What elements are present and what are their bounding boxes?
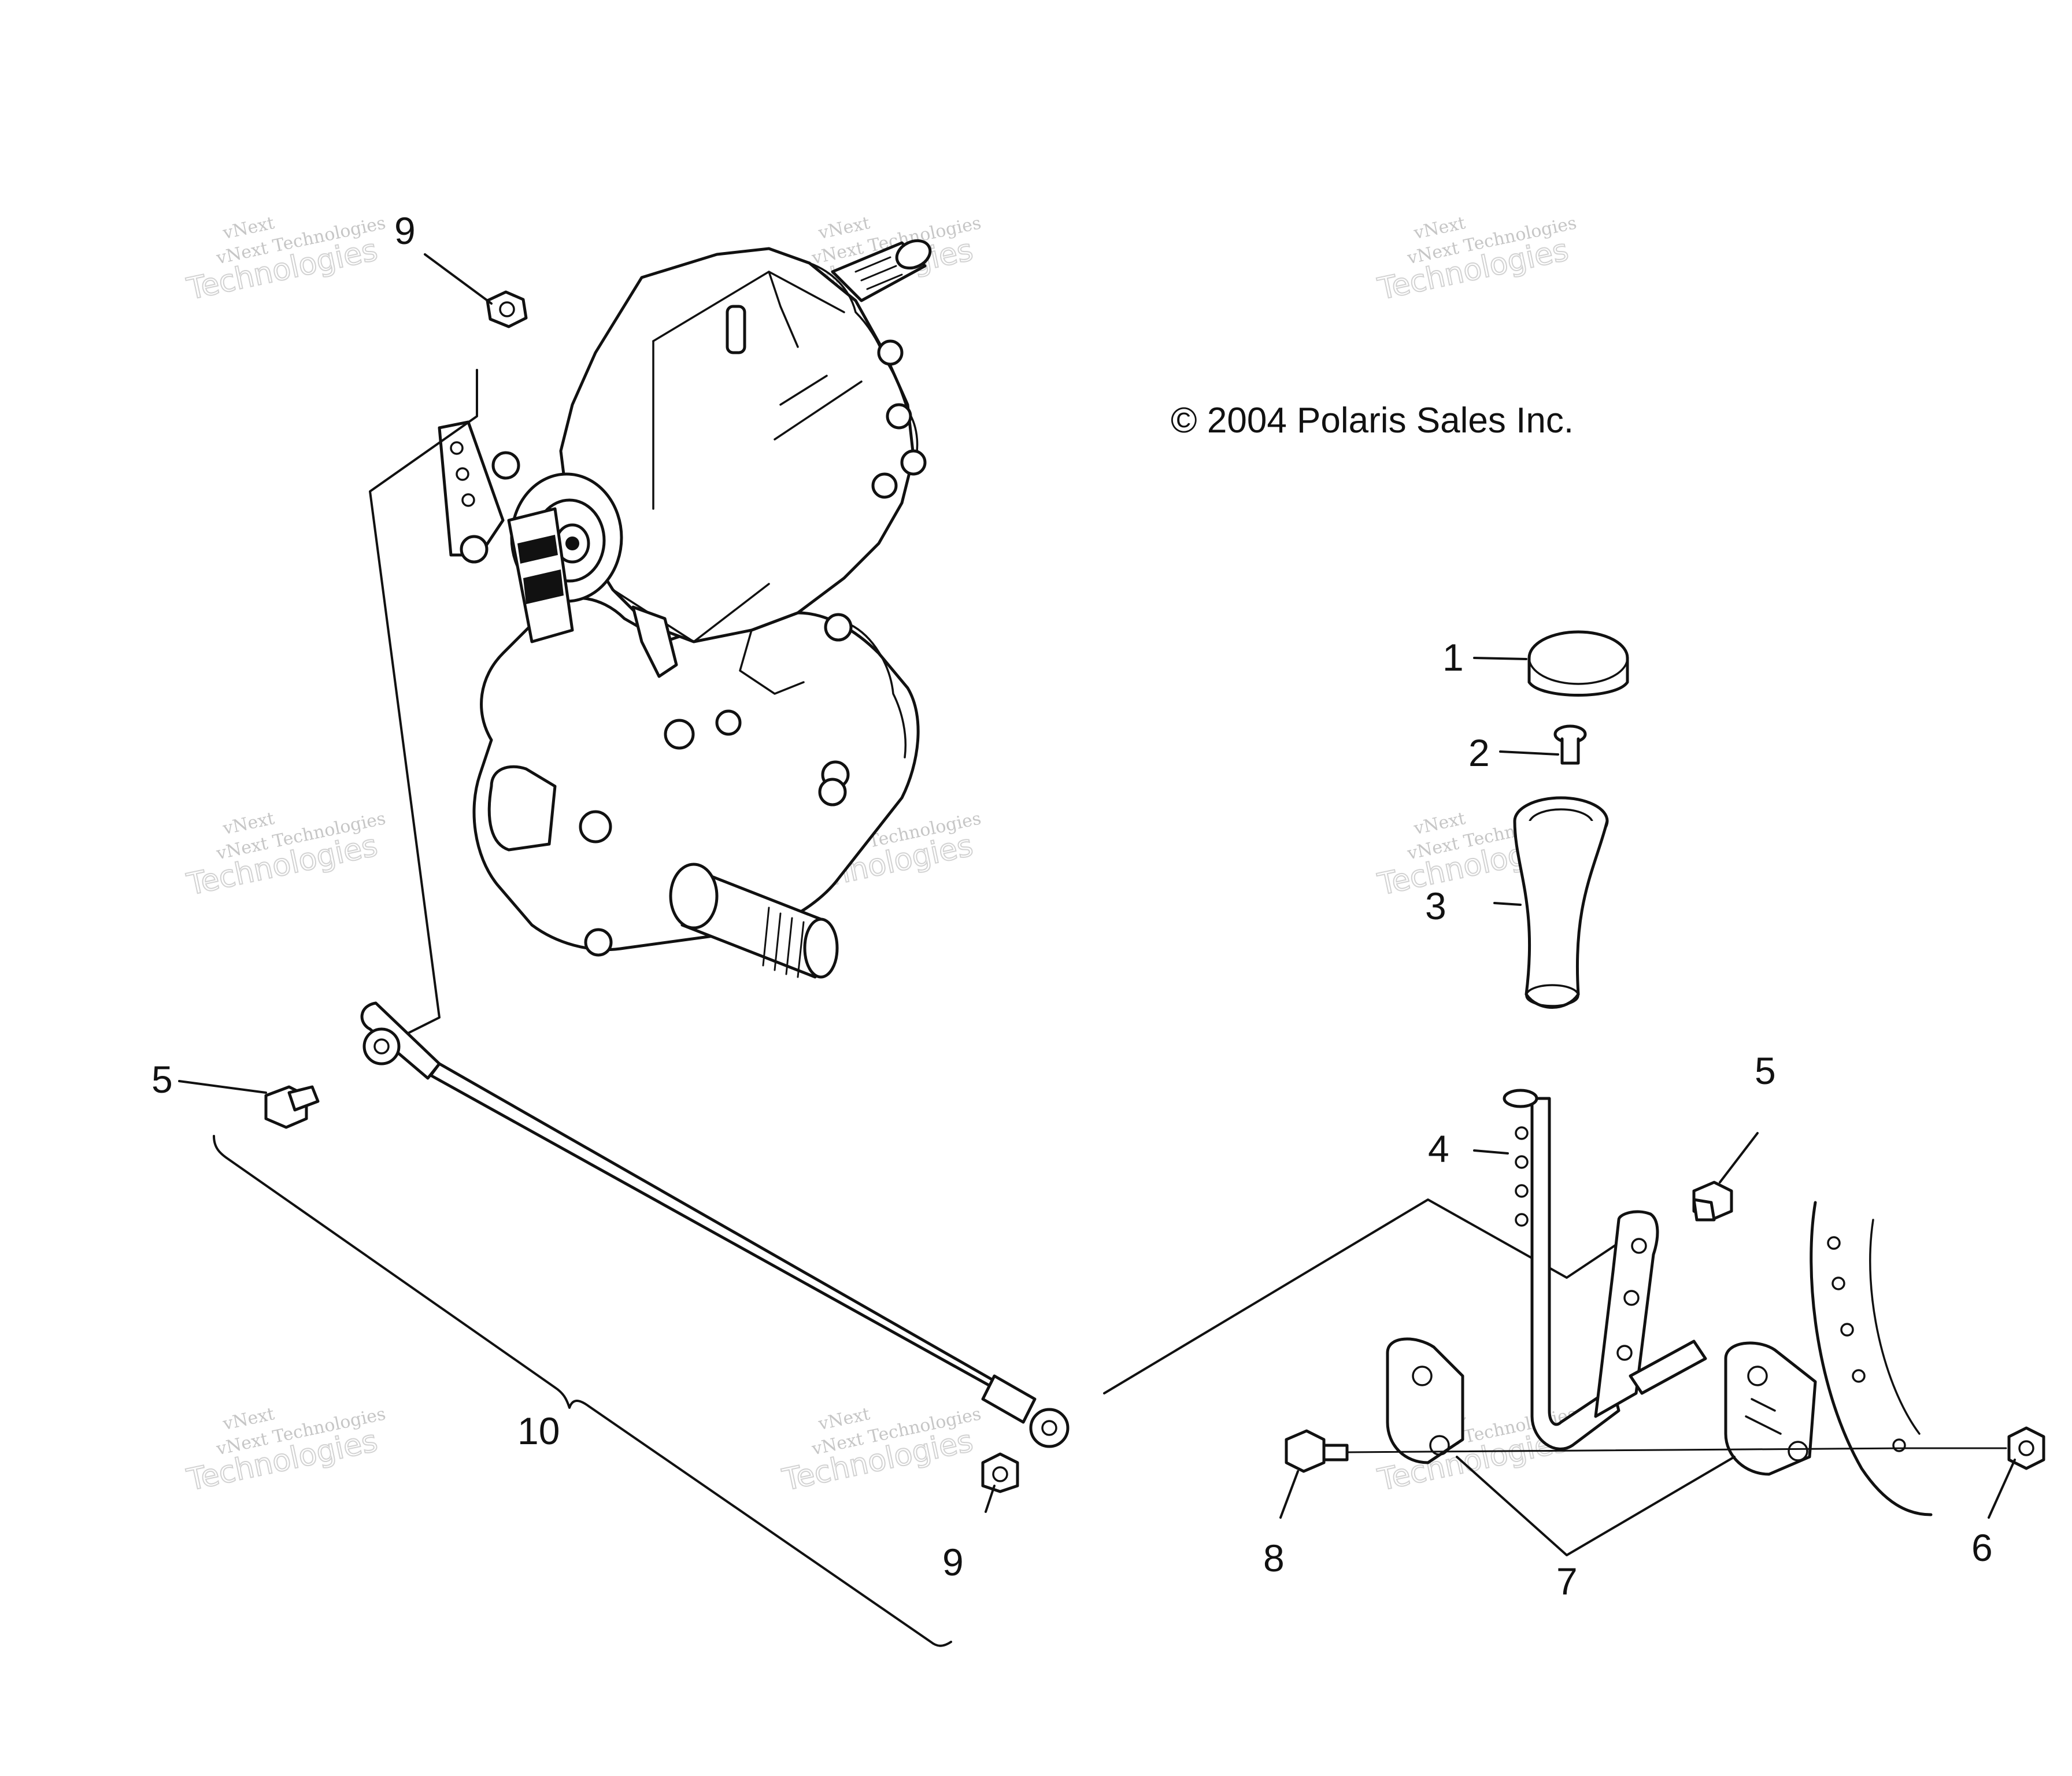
watermark: vNext vNext Technologies Technologies xyxy=(183,1404,387,1498)
callout-3: 3 xyxy=(1425,885,1446,927)
bolt-flange xyxy=(1285,1429,1349,1473)
pivot-mount-right xyxy=(1724,1341,1817,1476)
shift-arm xyxy=(438,420,505,564)
hex-nut-bottom xyxy=(981,1452,1019,1493)
leader-line-transmission xyxy=(369,369,478,1036)
callout-7: 7 xyxy=(1556,1560,1578,1603)
input-shaft xyxy=(831,239,932,302)
shift-boot xyxy=(1513,796,1609,1009)
hex-nut-top xyxy=(486,290,528,328)
callout-5-right: 5 xyxy=(1755,1049,1776,1092)
frame-panel xyxy=(1810,1201,1933,1516)
shift-link-rod xyxy=(360,1001,1070,1448)
callout-numbers: 9 1 2 3 4 5 5 10 9 8 7 6 xyxy=(151,209,1993,1603)
bracket-callout-10 xyxy=(213,1135,952,1647)
callout-10: 10 xyxy=(517,1409,560,1452)
nut-right xyxy=(2007,1426,2045,1470)
callout-8: 8 xyxy=(1263,1537,1285,1579)
mount-axis-line xyxy=(1346,1447,2007,1453)
callout-2: 2 xyxy=(1468,731,1490,774)
watermark: vNext vNext Technologies Technologies xyxy=(183,213,387,308)
callout-6: 6 xyxy=(1971,1526,1993,1569)
screw-small xyxy=(1553,724,1587,765)
callout-9-bottom: 9 xyxy=(942,1541,964,1583)
bolt-right xyxy=(1692,1181,1733,1222)
copyright-notice: © 2004 Polaris Sales Inc. xyxy=(1171,401,1574,441)
callout-1: 1 xyxy=(1442,636,1464,679)
shift-cap xyxy=(1527,630,1629,697)
leader-line-right xyxy=(1103,1198,1620,1394)
callout-leaders xyxy=(178,253,2016,1556)
shift-bracket xyxy=(1594,1210,1707,1418)
housing-bolts xyxy=(491,339,927,957)
callout-9-top: 9 xyxy=(394,209,416,252)
output-shaft xyxy=(669,863,839,979)
pivot-mount-left xyxy=(1386,1337,1464,1464)
watermark: vNext vNext Technologies Technologies xyxy=(183,808,387,903)
shift-lever xyxy=(1503,1089,1620,1451)
watermark: vNext vNext Technologies Technologies xyxy=(779,1404,983,1498)
watermark: vNext vNext Technologies Technologies xyxy=(1374,213,1578,308)
bolt-left xyxy=(264,1085,320,1129)
transmission-gearcase xyxy=(438,239,932,979)
callout-4: 4 xyxy=(1428,1127,1449,1170)
callout-5-left: 5 xyxy=(151,1058,173,1101)
